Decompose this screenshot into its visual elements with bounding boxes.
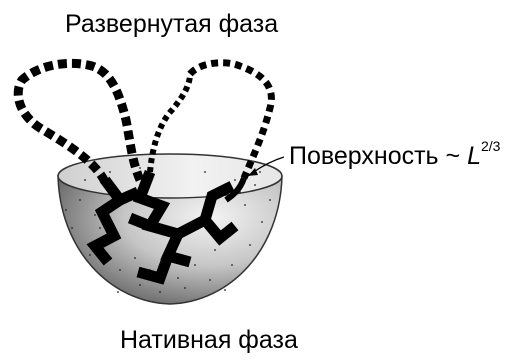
native-phase-label: Нативная фаза <box>120 328 298 353</box>
surface-prefix: Поверхность ~ <box>289 142 467 170</box>
surface-symbol: L <box>467 142 481 170</box>
surface-exponent: 2/3 <box>481 138 500 154</box>
unfolded-phase-label: Развернутая фаза <box>65 12 278 37</box>
surface-scaling-label: Поверхность ~ L2/3 <box>289 144 500 169</box>
